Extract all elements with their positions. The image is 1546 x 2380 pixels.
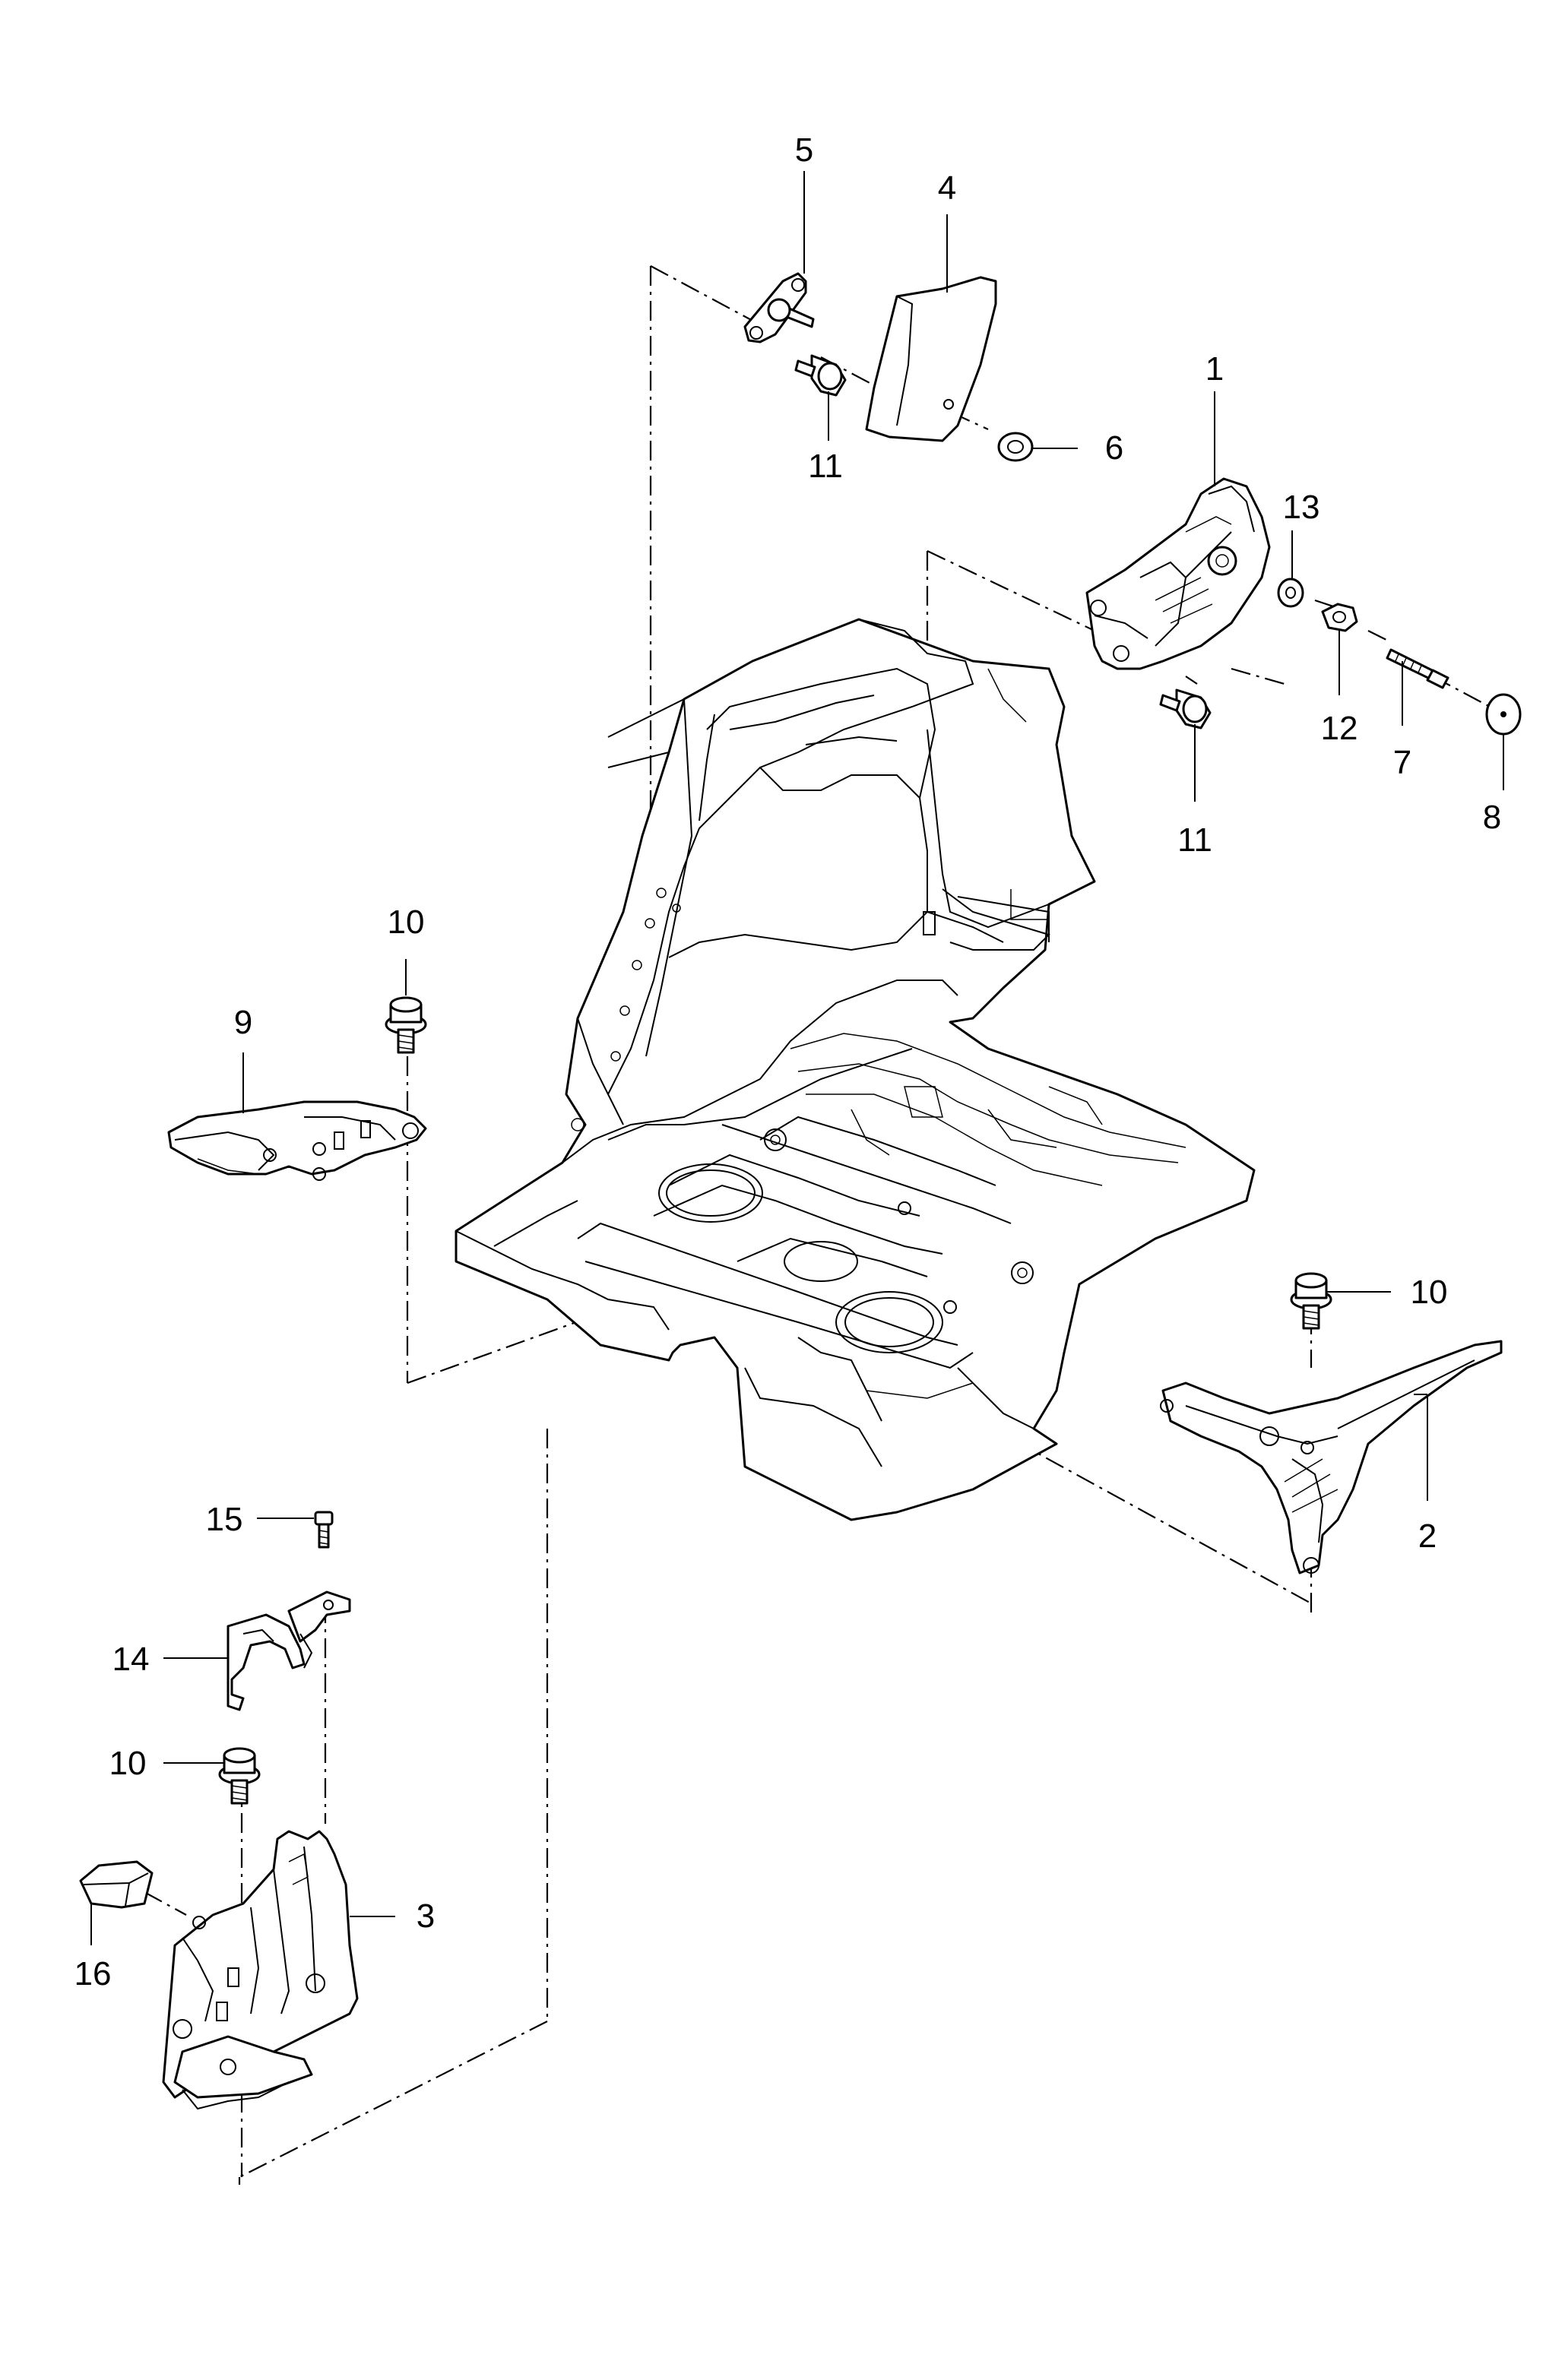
callout-2: 2 <box>1418 1518 1437 1555</box>
part-4-cover <box>865 276 997 442</box>
part-7-bolt <box>1386 648 1449 689</box>
callout-7: 7 <box>1393 744 1411 781</box>
callout-3: 3 <box>417 1897 435 1935</box>
part-10-bolt-c <box>218 1747 261 1805</box>
part-15-screw <box>314 1511 334 1549</box>
callout-5: 5 <box>795 131 813 169</box>
part-5-stud-plate <box>743 272 815 343</box>
callout-10-a: 10 <box>388 904 425 941</box>
floor-pan-body <box>455 618 1256 1521</box>
callout-1: 1 <box>1205 350 1224 388</box>
part-11-bolt-a <box>794 354 847 397</box>
callout-14: 14 <box>112 1641 150 1678</box>
callout-15: 15 <box>206 1501 243 1538</box>
callout-11-b: 11 <box>1177 821 1212 859</box>
callout-6: 6 <box>1105 429 1123 467</box>
part-2-bracket <box>1160 1340 1503 1575</box>
part-8-washer <box>1485 693 1522 736</box>
callout-10-c: 10 <box>109 1745 147 1782</box>
part-12-nut <box>1321 603 1358 632</box>
callout-16: 16 <box>74 1955 112 1992</box>
callout-13: 13 <box>1283 489 1320 526</box>
callout-10-b: 10 <box>1411 1274 1448 1311</box>
part-10-bolt-a <box>385 996 427 1054</box>
part-3-bracket <box>162 1830 359 2110</box>
part-9-bracket <box>167 1100 427 1181</box>
callout-labels: 1 2 3 4 5 6 7 8 9 10 10 10 11 11 12 13 1… <box>74 131 1502 1992</box>
callout-11-a: 11 <box>808 448 843 485</box>
part-1-engine-mount <box>1085 477 1271 670</box>
part-13-washer <box>1277 578 1304 608</box>
part-11-bolt-b <box>1159 688 1212 730</box>
callout-12: 12 <box>1321 710 1358 747</box>
leader-lines <box>90 171 1504 1945</box>
part-6-washer <box>997 432 1034 462</box>
callout-9: 9 <box>234 1004 252 1041</box>
part-10-bolt-b <box>1290 1272 1332 1330</box>
callout-8: 8 <box>1483 799 1501 836</box>
part-14-clip <box>227 1590 351 1711</box>
callout-4: 4 <box>938 169 956 207</box>
part-16-pad <box>79 1860 154 1909</box>
